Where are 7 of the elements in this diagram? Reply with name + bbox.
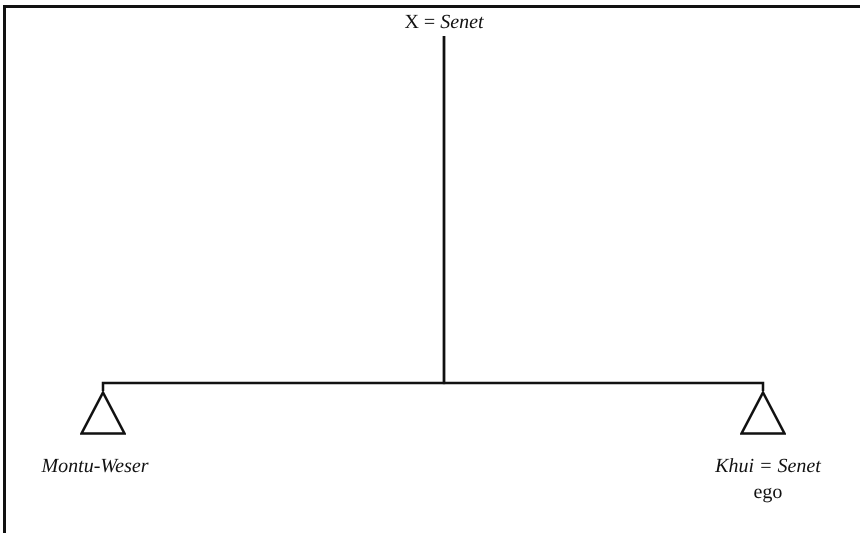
person-label: X = Senet [404, 12, 484, 32]
person-name: Montu-Weser [41, 455, 149, 478]
ego-label: ego [754, 481, 782, 504]
descent-line [442, 36, 764, 391]
male-triangle [740, 391, 786, 435]
person-name: Khui = Senet [715, 455, 821, 478]
male-triangle [80, 391, 126, 435]
